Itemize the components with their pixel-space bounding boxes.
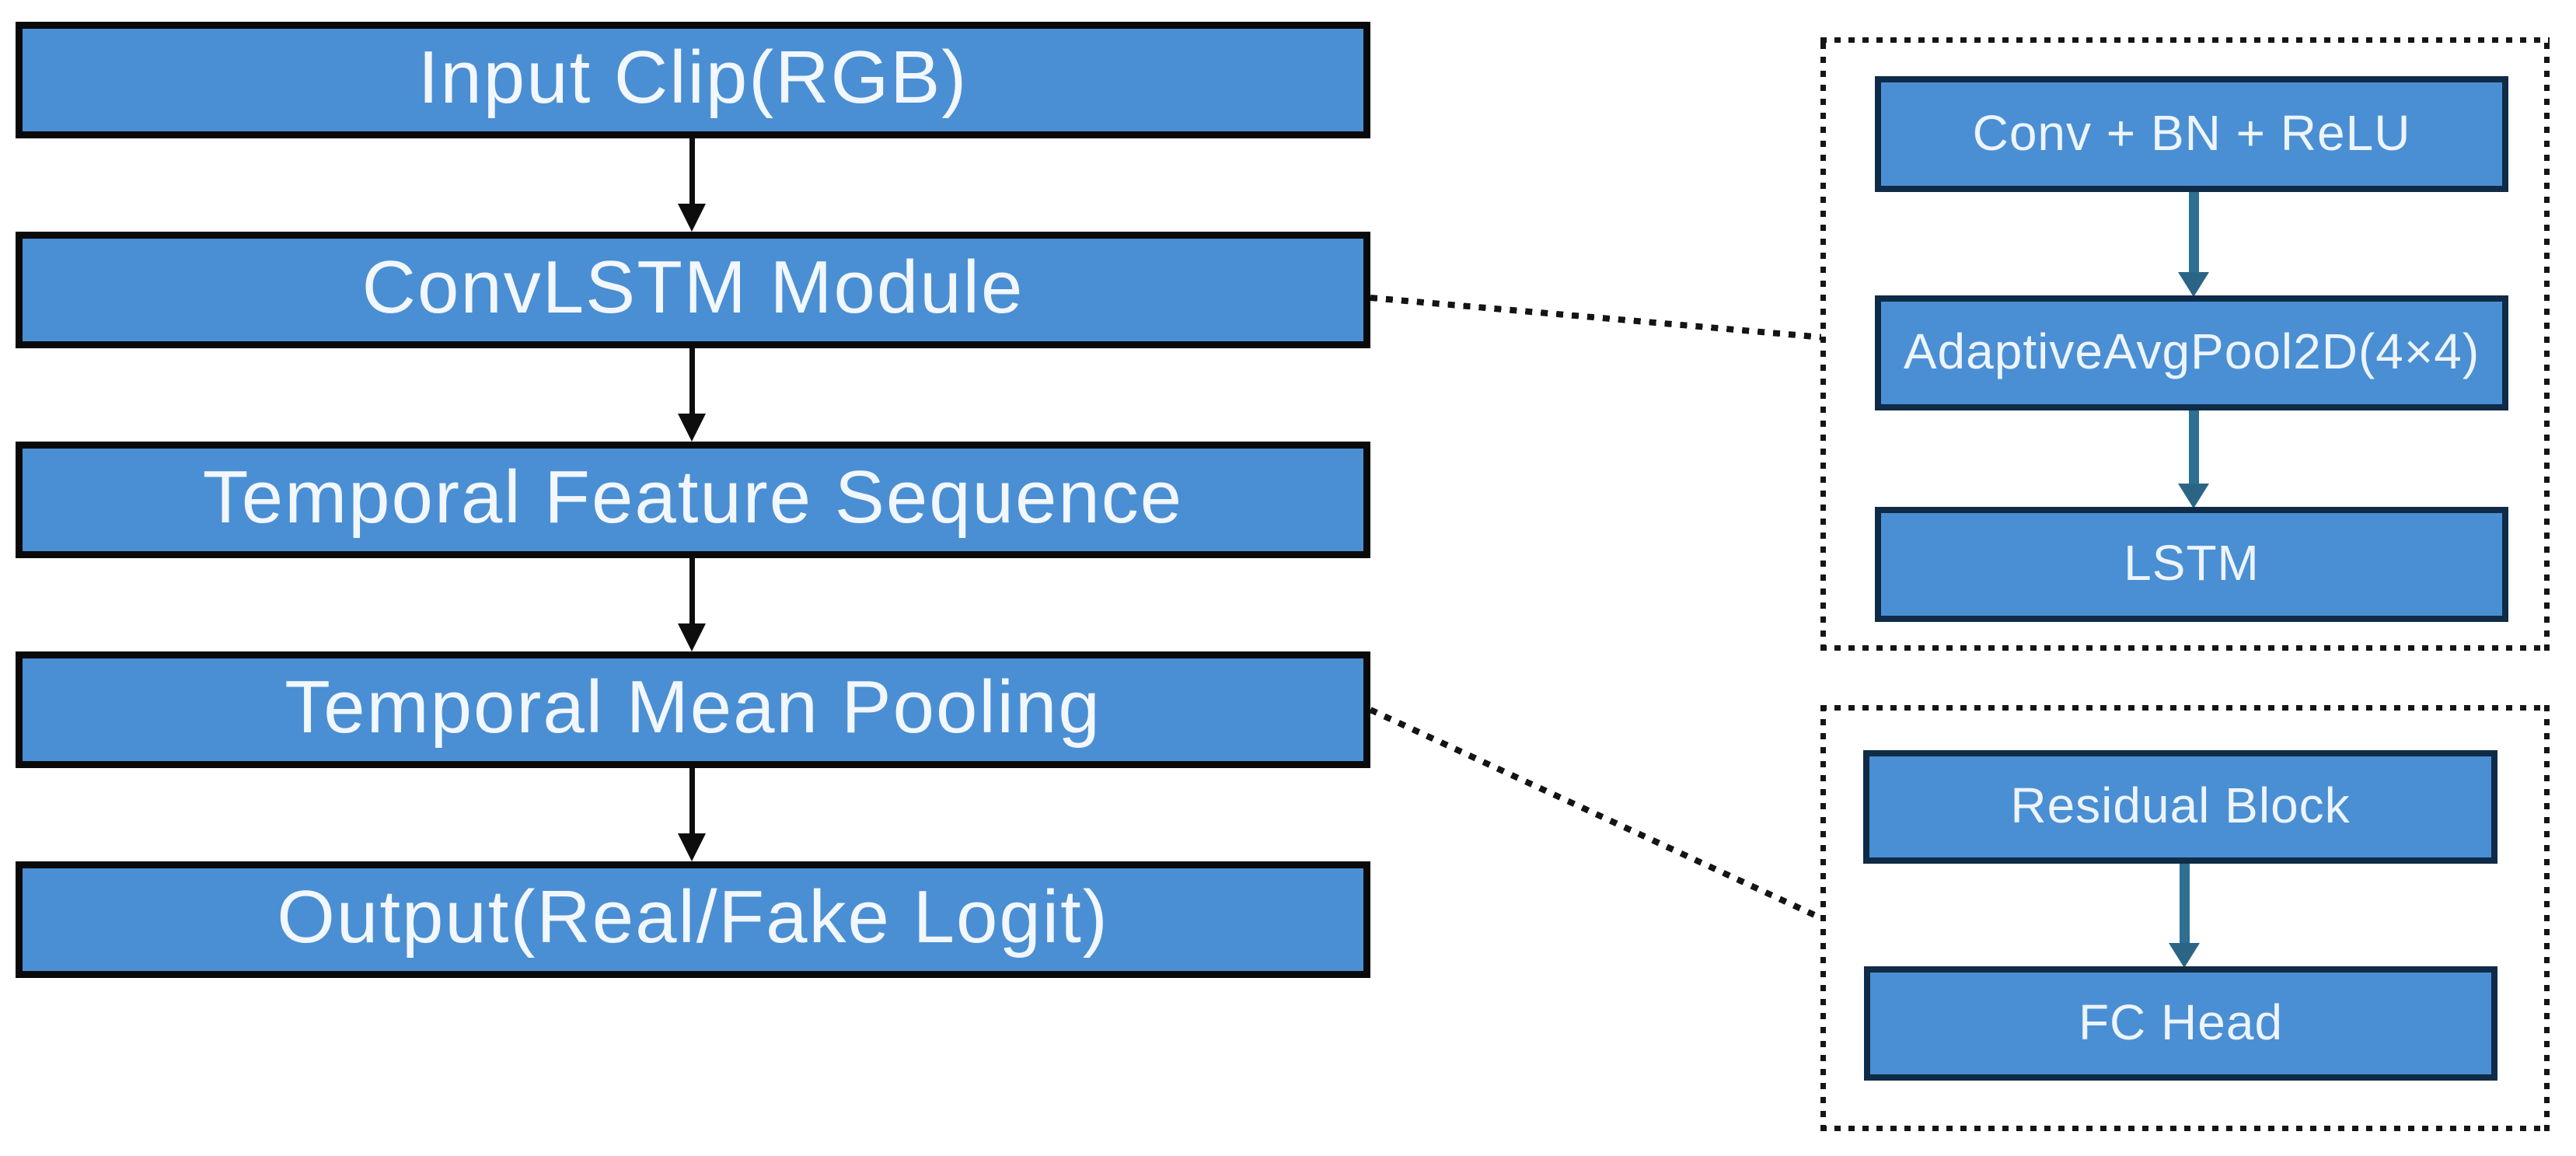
detail-box-residual-block-label: Residual Block <box>2010 777 2351 833</box>
detail-arrow-2-stem <box>2189 410 2199 484</box>
detail-box-adaptive-avg-pool: AdaptiveAvgPool2D(4×4) <box>1875 295 2508 410</box>
flow-arrow-3-down-arrow-head-icon <box>678 623 706 651</box>
detail-box-fc-head-label: FC Head <box>2078 994 2284 1050</box>
flow-box-temporal-mean-pooling-label: Temporal Mean Pooling <box>284 665 1101 749</box>
flow-box-input-clip-label: Input Clip(RGB) <box>417 36 969 119</box>
detail-arrow-1-stem <box>2189 192 2199 272</box>
dotted-connector-pooling-detail <box>1369 707 1822 921</box>
detail-arrow-2-down-arrow-head-icon <box>2178 484 2209 508</box>
flow-box-temporal-feature-sequence-label: Temporal Feature Sequence <box>202 456 1184 539</box>
detail-box-residual-block: Residual Block <box>1863 750 2497 864</box>
flow-box-convlstm-module: ConvLSTM Module <box>16 232 1370 348</box>
flow-arrow-2-stem <box>689 348 695 414</box>
detail-panel-temporal-mean-pooling: Residual Block FC Head <box>1820 705 2550 1131</box>
flow-arrow-4-down-arrow-head-icon <box>678 833 706 861</box>
detail-box-adaptive-avg-pool-label: AdaptiveAvgPool2D(4×4) <box>1903 323 2480 379</box>
detail-arrow-3-down-arrow-head-icon <box>2169 943 2200 968</box>
detail-box-fc-head: FC Head <box>1864 966 2497 1081</box>
flow-arrow-2-down-arrow-head-icon <box>678 414 706 442</box>
flow-arrow-3-stem <box>689 558 695 623</box>
detail-box-conv-bn-relu: Conv + BN + ReLU <box>1875 76 2508 192</box>
flow-arrow-1-down-arrow-head-icon <box>678 204 706 232</box>
detail-arrow-1-down-arrow-head-icon <box>2178 272 2209 297</box>
flow-box-output-logit-label: Output(Real/Fake Logit) <box>277 875 1109 959</box>
detail-panel-convlstm-module: Conv + BN + ReLU AdaptiveAvgPool2D(4×4) … <box>1820 37 2550 651</box>
flow-arrow-4-stem <box>689 768 695 833</box>
flow-box-temporal-feature-sequence: Temporal Feature Sequence <box>16 442 1370 558</box>
flow-box-temporal-mean-pooling: Temporal Mean Pooling <box>16 651 1370 768</box>
flow-box-output-logit: Output(Real/Fake Logit) <box>16 861 1370 978</box>
detail-arrow-3-stem <box>2180 864 2190 943</box>
detail-box-lstm: LSTM <box>1875 507 2508 622</box>
flow-arrow-1-stem <box>689 138 695 204</box>
flow-box-convlstm-module-label: ConvLSTM Module <box>361 246 1024 329</box>
dotted-connector-convlstm-detail <box>1370 295 1822 341</box>
detail-box-conv-bn-relu-label: Conv + BN + ReLU <box>1972 104 2411 161</box>
detail-box-lstm-label: LSTM <box>2124 535 2260 591</box>
flow-box-input-clip: Input Clip(RGB) <box>16 22 1370 138</box>
